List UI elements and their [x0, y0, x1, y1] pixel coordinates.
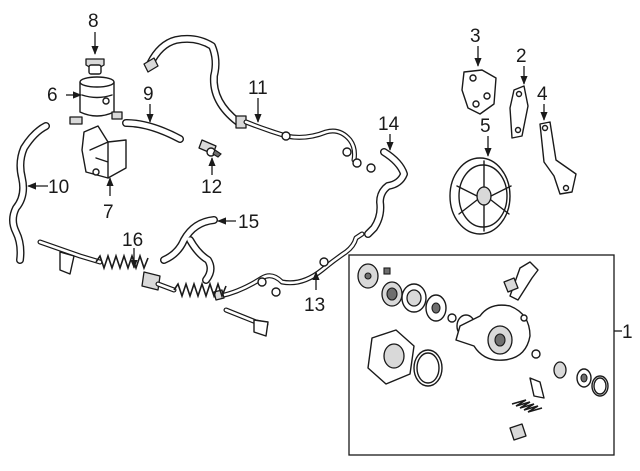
- part-14-hose: 14: [364, 114, 408, 238]
- part-5-pulley: 5: [449, 116, 512, 235]
- part-6-reservoir: 6: [47, 76, 123, 125]
- part-13-return-line: 13: [213, 231, 365, 316]
- callout-15: 15: [238, 212, 259, 233]
- part-10-supply-hose: 10: [9, 122, 69, 264]
- part-8-reservoir-cap: 8: [85, 11, 105, 75]
- part-7-reservoir-bracket: 7: [81, 125, 127, 223]
- callout-8: 8: [88, 11, 99, 32]
- callout-7: 7: [103, 202, 114, 223]
- part-4-brace: 4: [537, 84, 577, 195]
- callout-11: 11: [248, 78, 268, 99]
- callout-9: 9: [143, 84, 154, 105]
- part-3-pump-bracket: 3: [461, 26, 497, 115]
- part-9-return-hose: 9: [122, 84, 184, 143]
- callout-13: 13: [304, 295, 325, 316]
- callout-14: 14: [378, 114, 400, 135]
- callout-16: 16: [122, 230, 143, 251]
- callout-6: 6: [47, 85, 58, 106]
- callout-2: 2: [516, 46, 527, 67]
- part-16-steering-rack: 16: [37, 230, 269, 337]
- part-1-pump-assembly: 1: [348, 254, 633, 456]
- callout-5: 5: [480, 116, 491, 137]
- callout-3: 3: [470, 26, 481, 47]
- callout-10: 10: [48, 177, 69, 198]
- callout-1: 1: [622, 322, 633, 343]
- part-15-hose: 15: [160, 212, 259, 284]
- callout-4: 4: [537, 84, 548, 105]
- pump-components: [357, 261, 609, 441]
- pump-detail-frame: [348, 254, 615, 456]
- callout-12: 12: [201, 177, 222, 198]
- part-11-pressure-hose: 11: [143, 34, 362, 168]
- part-2-bracket: 2: [509, 46, 529, 139]
- part-12-pressure-switch: 12: [198, 139, 222, 198]
